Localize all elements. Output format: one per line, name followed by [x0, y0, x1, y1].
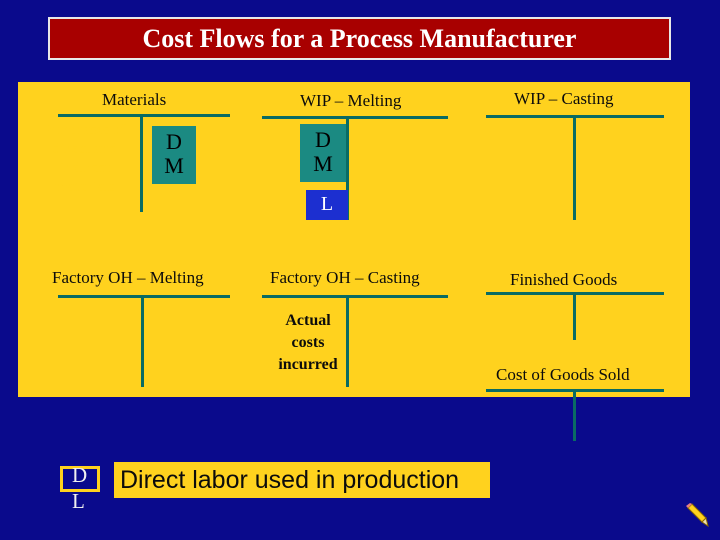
materials-vline [140, 114, 143, 212]
cogs-title: Cost of Goods Sold [496, 365, 630, 384]
foh-melting-hline [58, 295, 230, 298]
wip-melting-hline [262, 116, 448, 119]
finished-goods-title: Finished Goods [510, 270, 618, 289]
wip-melting-debit-dm-box: D M [300, 124, 346, 182]
foh-casting-hline [262, 295, 448, 298]
materials-debit-note: Purchases of direct and indirect materia… [44, 122, 126, 195]
foh-casting-debit-note: Actual costs incurred [278, 312, 338, 373]
wip-casting-title: WIP – Casting [514, 89, 614, 108]
legend-key-box [60, 466, 100, 492]
foh-casting-vline [346, 295, 349, 387]
legend-text: Direct labor used in production [114, 462, 490, 498]
wip-casting-vline [573, 115, 576, 220]
slide-title: Cost Flows for a Process Manufacturer [142, 23, 577, 53]
cogs-vline [573, 389, 576, 441]
legend-key-label: D L [72, 463, 88, 513]
materials-title: Materials [102, 90, 167, 109]
finished-goods-vline [573, 292, 576, 340]
foh-casting-title: Factory OH – Casting [270, 268, 420, 287]
wip-melting-debit-l-box: L [306, 190, 348, 220]
wip-melting-vline [346, 116, 349, 220]
foh-melting-title: Factory OH – Melting [52, 268, 204, 287]
materials-hline [58, 114, 230, 117]
pencil-icon[interactable] [684, 502, 712, 528]
foh-melting-vline [141, 295, 144, 387]
slide-title-box: Cost Flows for a Process Manufacturer [48, 17, 671, 60]
wip-melting-title: WIP – Melting [300, 91, 402, 110]
materials-credit-dm-box: D M [152, 126, 196, 184]
t-accounts-panel [18, 82, 690, 397]
